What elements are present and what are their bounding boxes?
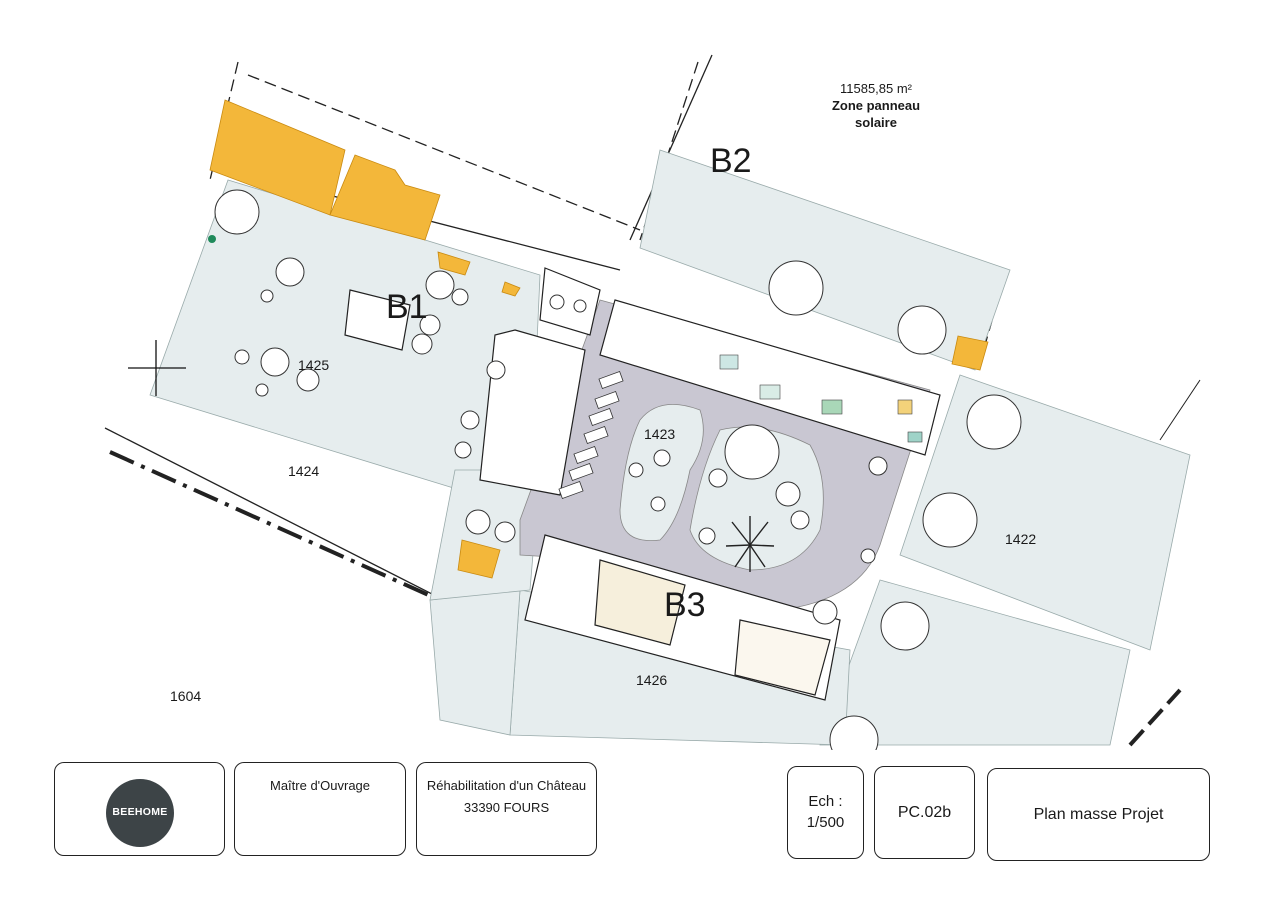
survey-crosshair: [128, 340, 186, 396]
parcel-label-1426: 1426: [636, 672, 668, 688]
project-line1: Réhabilitation d'un Château: [426, 778, 587, 793]
solar-zone-label: 11585,85 m² Zone panneau solaire: [812, 80, 940, 131]
drawing-title: Plan masse Projet: [1033, 806, 1164, 823]
building-label-b1: B1: [386, 288, 428, 326]
feature-tree: [725, 516, 775, 572]
survey-point: [208, 235, 216, 243]
parcel-label-1422: 1422: [1005, 531, 1037, 547]
solar-zone-line2: solaire: [855, 115, 897, 130]
client-box: Maître d'Ouvrage: [234, 762, 406, 856]
logo-box: BEEHOME: [54, 762, 225, 856]
building-b2: [599, 299, 941, 456]
trees: [214, 189, 1022, 750]
parking-spaces: [558, 371, 624, 499]
beehome-logo: BEEHOME: [106, 779, 174, 847]
logo-text: BEEHOME: [112, 806, 168, 818]
drawing-title-box: Plan masse Projet: [987, 768, 1210, 861]
parcel-label-1424: 1424: [288, 463, 320, 479]
solar-zone-line1: Zone panneau: [831, 98, 921, 113]
scale-line2: 1/500: [806, 814, 845, 831]
client-label: Maître d'Ouvrage: [269, 778, 371, 793]
scale-line1: Ech :: [808, 793, 843, 810]
scale-box: Ech : 1/500: [787, 766, 864, 859]
project-box: Réhabilitation d'un Château 33390 FOURS: [416, 762, 597, 856]
site-plan: [104, 54, 1201, 750]
building-label-b3: B3: [664, 586, 706, 624]
parcel-label-1425: 1425: [298, 357, 330, 373]
building-label-b2: B2: [710, 142, 752, 180]
building-b1: [344, 267, 601, 496]
building-b3: [524, 534, 841, 701]
project-line2: 33390 FOURS: [463, 800, 550, 815]
drawing-code-box: PC.02b: [874, 766, 975, 859]
solar-panel-zone: [209, 99, 989, 579]
solar-area: 11585,85 m²: [839, 81, 913, 96]
drawing-code: PC.02b: [897, 804, 952, 821]
parcel-label-1423: 1423: [644, 426, 676, 442]
parcel-label-1604: 1604: [170, 688, 202, 704]
